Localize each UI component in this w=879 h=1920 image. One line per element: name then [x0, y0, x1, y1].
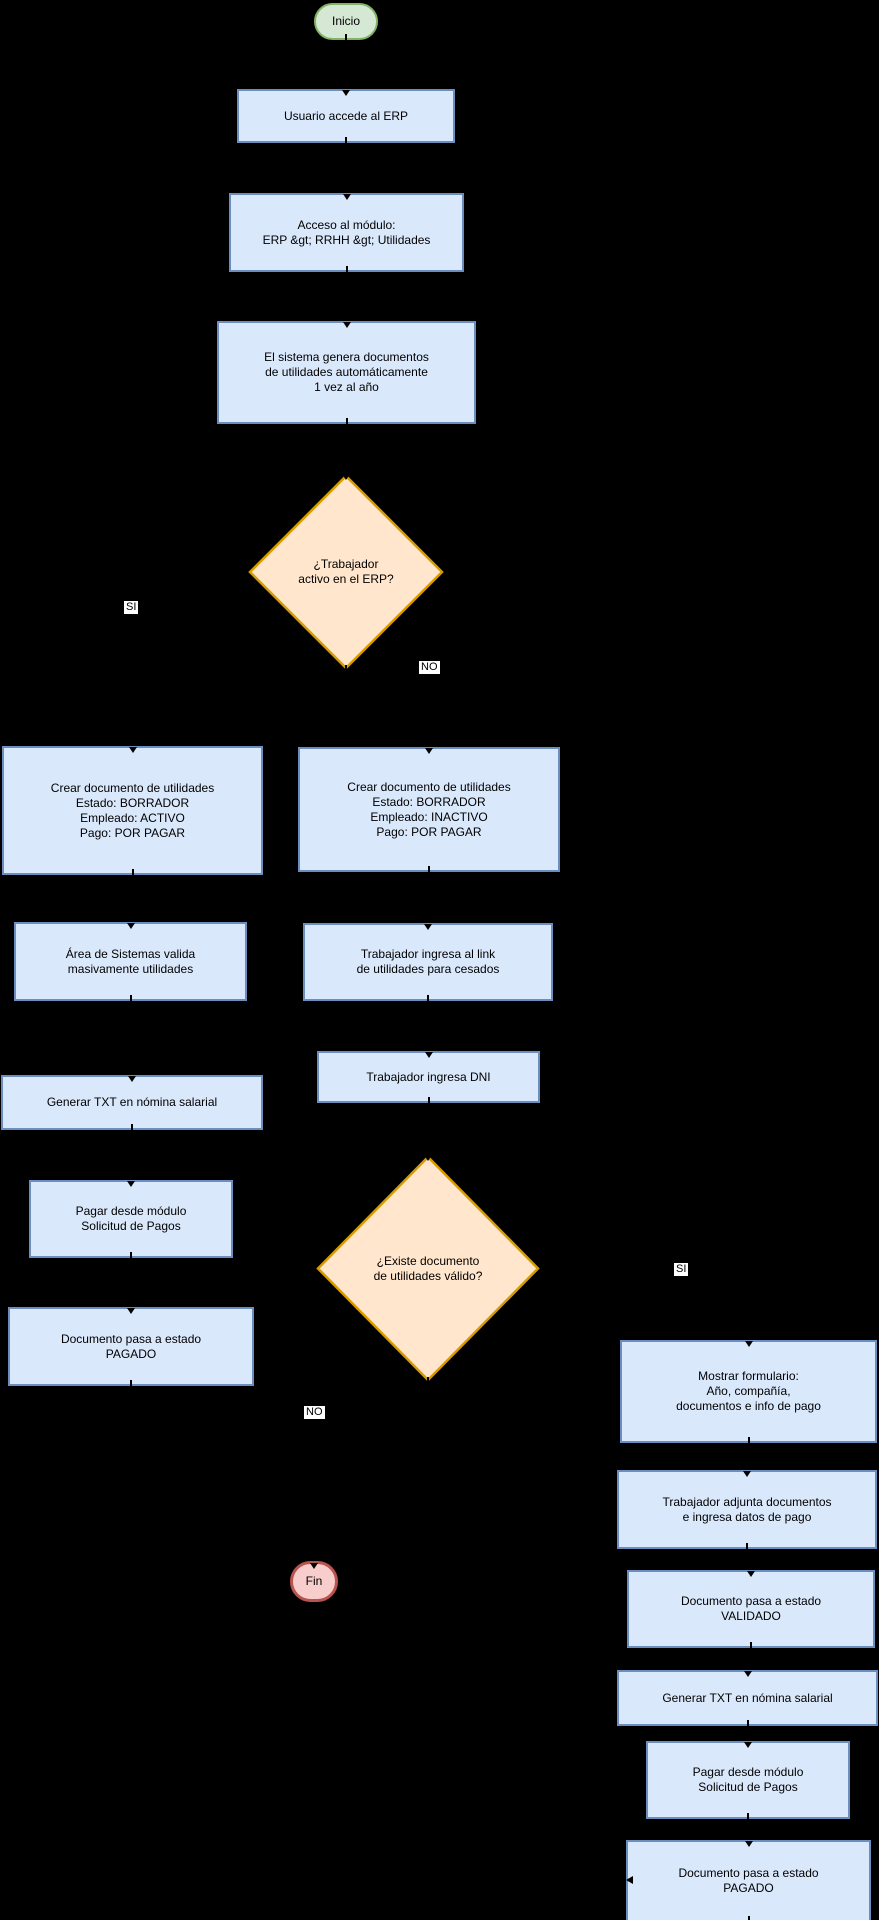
process-worker-dni: Trabajador ingresa DNI: [317, 1051, 540, 1103]
decision-valid-document-label: ¿Existe documento de utilidades válido?: [373, 1253, 483, 1283]
process-auto-generate-label: El sistema genera documentos de utilidad…: [264, 350, 429, 394]
process-create-doc-active: Crear documento de utilidades Estado: BO…: [2, 746, 263, 875]
process-access-erp: Usuario accede al ERP: [237, 89, 455, 143]
process-pay-module-right-label: Pagar desde módulo Solicitud de Pagos: [692, 1765, 804, 1794]
process-access-module-label: Acceso al módulo: ERP &gt; RRHH &gt; Uti…: [262, 217, 431, 247]
arrowhead-left-icon: [626, 1876, 633, 1884]
start-label: Inicio: [331, 14, 360, 28]
edge-label-d1-yes: SI: [124, 601, 139, 614]
process-systems-validate-label: Área de Sistemas valida masivamente util…: [65, 946, 196, 976]
process-doc-validated-label: Documento pasa a estado VALIDADO: [680, 1594, 822, 1623]
process-worker-attach: Trabajador adjunta documentos e ingresa …: [617, 1470, 877, 1549]
process-pay-module-left: Pagar desde módulo Solicitud de Pagos: [29, 1180, 233, 1258]
edge-label-d2-yes: SI: [674, 1263, 689, 1276]
process-access-module: Acceso al módulo: ERP &gt; RRHH &gt; Uti…: [229, 193, 464, 272]
edge-label-d2-no: NO: [304, 1406, 325, 1419]
process-worker-link-label: Trabajador ingresa al link de utilidades…: [356, 947, 500, 976]
process-generate-txt-left: Generar TXT en nómina salarial: [1, 1075, 263, 1130]
decision-worker-active-label: ¿Trabajador activo en el ERP?: [298, 557, 394, 586]
process-worker-dni-label: Trabajador ingresa DNI: [366, 1069, 491, 1084]
process-systems-validate: Área de Sistemas valida masivamente util…: [14, 922, 247, 1001]
process-access-erp-label: Usuario accede al ERP: [283, 108, 409, 123]
process-doc-validated: Documento pasa a estado VALIDADO: [627, 1570, 875, 1648]
process-show-form-label: Mostrar formulario: Año, compañía, docum…: [676, 1369, 821, 1413]
process-generate-txt-right-label: Generar TXT en nómina salarial: [662, 1690, 833, 1705]
process-generate-txt-left-label: Generar TXT en nómina salarial: [46, 1095, 218, 1109]
process-generate-txt-right: Generar TXT en nómina salarial: [617, 1670, 878, 1726]
process-pay-module-right: Pagar desde módulo Solicitud de Pagos: [646, 1741, 850, 1819]
process-doc-paid-left: Documento pasa a estado PAGADO: [8, 1307, 254, 1386]
process-create-doc-inactive-label: Crear documento de utilidades Estado: BO…: [347, 779, 511, 839]
process-worker-attach-label: Trabajador adjunta documentos e ingresa …: [662, 1494, 832, 1524]
process-create-doc-active-label: Crear documento de utilidades Estado: BO…: [50, 780, 215, 840]
edge-label-d1-no: NO: [419, 661, 440, 674]
process-show-form: Mostrar formulario: Año, compañía, docum…: [620, 1340, 877, 1443]
process-pay-module-left-label: Pagar desde módulo Solicitud de Pagos: [75, 1204, 187, 1233]
process-auto-generate: El sistema genera documentos de utilidad…: [217, 321, 476, 424]
end-label: Fin: [305, 1574, 323, 1588]
end-node: Fin: [290, 1561, 338, 1602]
start-node: Inicio: [314, 3, 378, 40]
decision-worker-active: ¿Trabajador activo en el ERP?: [248, 474, 444, 671]
decision-valid-document: ¿Existe documento de utilidades válido?: [316, 1155, 540, 1383]
process-doc-paid-right-label: Documento pasa a estado PAGADO: [678, 1866, 819, 1895]
process-doc-paid-right: Documento pasa a estado PAGADO: [626, 1840, 871, 1920]
process-create-doc-inactive: Crear documento de utilidades Estado: BO…: [298, 747, 560, 872]
process-doc-paid-left-label: Documento pasa a estado PAGADO: [60, 1331, 202, 1361]
process-worker-link: Trabajador ingresa al link de utilidades…: [303, 923, 553, 1001]
